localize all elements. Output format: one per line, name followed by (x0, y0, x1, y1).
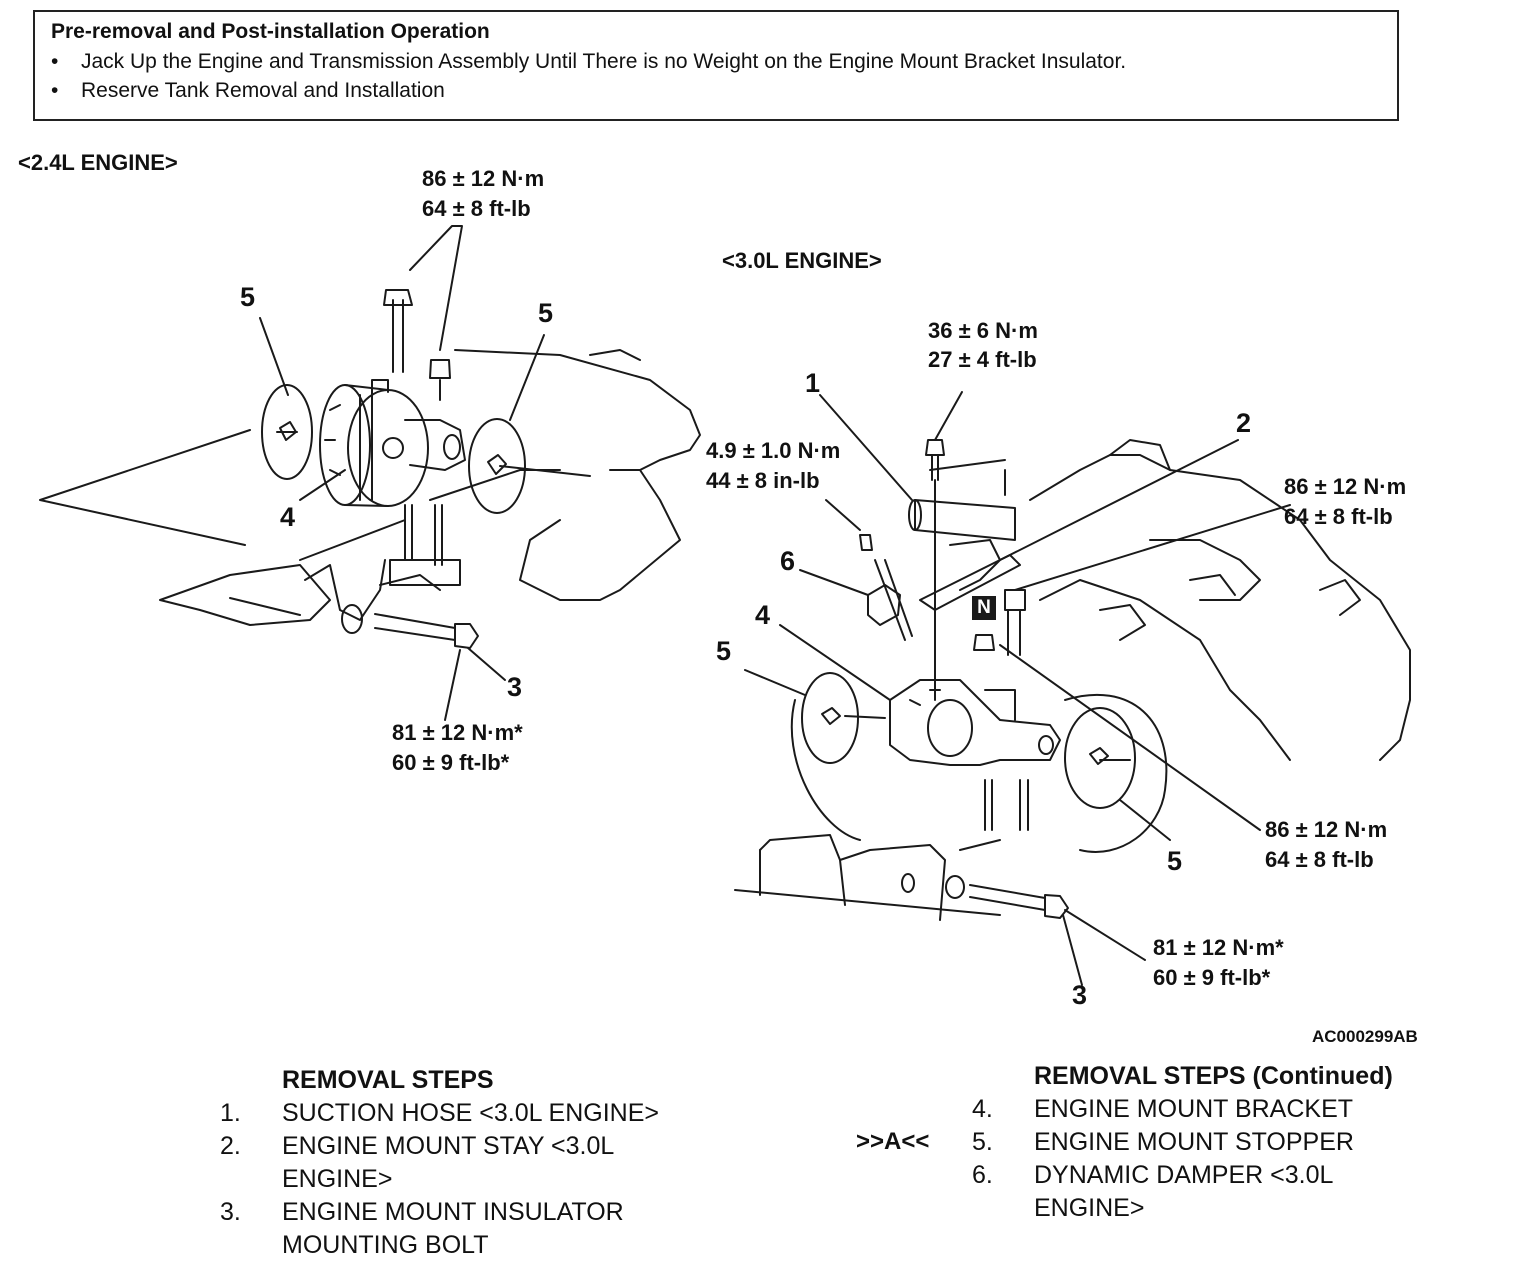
step-number: 2. (220, 1132, 241, 1160)
torque-30-stay-imperial: 27 ± 4 ft-lb (928, 347, 1037, 372)
n-badge-box (972, 596, 996, 620)
callout-1: 1 (805, 368, 821, 398)
step-text: SUCTION HOSE <3.0L ENGINE> (282, 1099, 659, 1127)
removal-step: 6. DYNAMIC DAMPER <3.0L ENGINE> (972, 1159, 1393, 1225)
torque-30-right-top-metric: 86 ± 12 N·m (1284, 474, 1407, 499)
torque-30-right-low-imperial: 64 ± 8 ft-lb (1265, 847, 1374, 872)
figure-code: AC000299AB (1312, 1027, 1418, 1046)
engine-24-title: <2.4L ENGINE> (18, 150, 178, 175)
torque-24-top-metric: 86 ± 12 N·m (422, 166, 545, 191)
callout-5: 5 (716, 636, 732, 666)
torque-24-bolt-imperial: 60 ± 9 ft-lb* (392, 750, 510, 775)
torque-30-damper-imperial: 44 ± 8 in-lb (706, 468, 820, 493)
step-text: ENGINE MOUNT STAY <3.0L ENGINE> (282, 1130, 614, 1196)
note-title: Pre-removal and Post-installation Operat… (51, 20, 490, 43)
step-text: ENGINE MOUNT STOPPER (1034, 1128, 1354, 1156)
engine-30-title: <3.0L ENGINE> (722, 248, 882, 273)
step-number: 3. (220, 1198, 241, 1226)
callout-3: 3 (1072, 980, 1088, 1010)
torque-24-top-imperial: 64 ± 8 ft-lb (422, 196, 531, 221)
note-item-text: Jack Up the Engine and Transmission Asse… (81, 50, 1127, 73)
torque-30-bolt-metric: 81 ± 12 N·m* (1153, 935, 1284, 960)
torque-30-stay-metric: 36 ± 6 N·m (928, 318, 1038, 343)
engine-30-drawing (734, 391, 1411, 986)
step-number: 6. (972, 1161, 993, 1189)
step-text-line: ENGINE MOUNT STAY <3.0L (282, 1132, 615, 1160)
step-number: 1. (220, 1099, 241, 1127)
callout-5: 5 (538, 298, 554, 328)
step-text: DYNAMIC DAMPER <3.0L ENGINE> (1034, 1159, 1333, 1225)
callout-4: 4 (755, 600, 771, 630)
procedure-marker: >>A<< (856, 1128, 930, 1155)
step-text: ENGINE MOUNT BRACKET (1034, 1095, 1354, 1123)
pre-removal-note: Pre-removal and Post-installation Operat… (33, 10, 1399, 121)
step-number: 5. (972, 1128, 993, 1156)
removal-steps-heading: REMOVAL STEPS (282, 1066, 494, 1094)
callout-5: 5 (240, 282, 256, 312)
bullet: • (51, 50, 59, 73)
callout-4: 4 (280, 502, 296, 532)
step-text-line: ENGINE MOUNT INSULATOR (282, 1198, 624, 1226)
torque-30-right-top-imperial: 64 ± 8 ft-lb (1284, 504, 1393, 529)
callout-6: 6 (780, 546, 796, 576)
torque-30-bolt-imperial: 60 ± 9 ft-lb* (1153, 965, 1271, 990)
removal-step: 4. ENGINE MOUNT BRACKET (972, 1093, 1393, 1126)
step-text-line: DYNAMIC DAMPER <3.0L (1034, 1161, 1334, 1189)
step-text-line: ENGINE> (1034, 1194, 1145, 1222)
step-text-line: MOUNTING BOLT (282, 1231, 489, 1259)
callout-2: 2 (1236, 408, 1252, 438)
torque-30-damper-metric: 4.9 ± 1.0 N·m (706, 438, 841, 463)
note-item: • Reserve Tank Removal and Installation (51, 79, 1383, 103)
callout-3: 3 (507, 672, 523, 702)
removal-steps: REMOVAL STEPS 1. SUCTION HOSE <3.0L ENGI… (220, 1064, 659, 1262)
step-number: 4. (972, 1095, 993, 1123)
removal-step: 3. ENGINE MOUNT INSULATOR MOUNTING BOLT (220, 1196, 659, 1262)
bullet: • (51, 79, 59, 102)
n-badge: N (977, 597, 991, 618)
engine-24-drawing (39, 225, 701, 721)
torque-24-bolt-metric: 81 ± 12 N·m* (392, 720, 523, 745)
removal-step: 1. SUCTION HOSE <3.0L ENGINE> (220, 1097, 659, 1130)
note-item: • Jack Up the Engine and Transmission As… (51, 50, 1383, 74)
removal-step: 2. ENGINE MOUNT STAY <3.0L ENGINE> (220, 1130, 659, 1196)
removal-steps-continued-heading: REMOVAL STEPS (Continued) (1034, 1062, 1393, 1090)
removal-step: 5. ENGINE MOUNT STOPPER (972, 1126, 1393, 1159)
callout-5: 5 (1167, 846, 1183, 876)
note-item-text: Reserve Tank Removal and Installation (81, 79, 445, 102)
step-text: ENGINE MOUNT INSULATOR MOUNTING BOLT (282, 1196, 624, 1262)
step-text-line: ENGINE> (282, 1165, 393, 1193)
removal-steps-continued: REMOVAL STEPS (Continued) 4. ENGINE MOUN… (972, 1060, 1393, 1225)
torque-30-right-low-metric: 86 ± 12 N·m (1265, 817, 1388, 842)
